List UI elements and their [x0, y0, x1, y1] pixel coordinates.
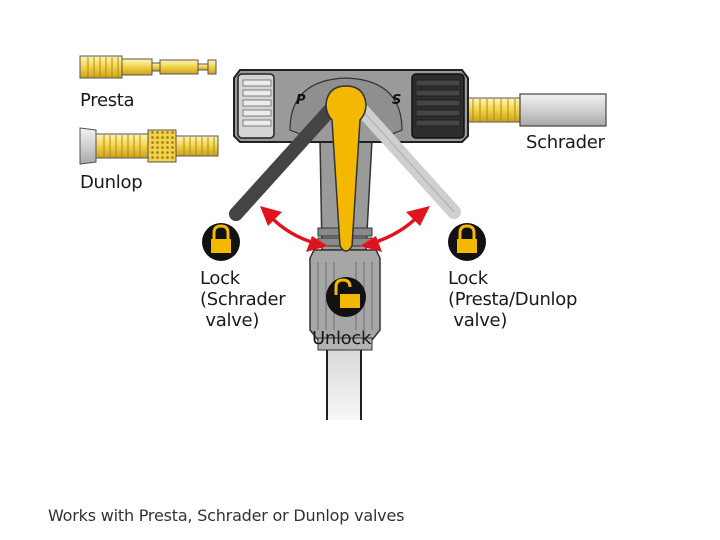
pump-hose [326, 350, 362, 420]
label-lock-presta-dunlop-line3: valve) [448, 310, 508, 331]
presta-valve-icon [79, 55, 217, 79]
label-lock-presta-dunlop: Lock (Presta/Dunlop valve) [448, 268, 577, 331]
label-unlock: Unlock [312, 328, 372, 349]
unlock-icon [326, 277, 366, 317]
label-lock-schrader-line2: (Schrader [200, 289, 286, 310]
label-dunlop: Dunlop [80, 172, 143, 193]
label-lock-schrader-line1: Lock [200, 268, 240, 289]
label-lock-schrader-line3: valve) [200, 310, 260, 331]
head-marking-schrader: S [392, 93, 401, 108]
lever-schrader-position [229, 103, 337, 221]
label-schrader: Schrader [526, 132, 605, 153]
label-lock-presta-dunlop-line1: Lock [448, 268, 488, 289]
label-lock-schrader: Lock (Schrader valve) [200, 268, 286, 331]
label-lock-presta-dunlop-line2: (Presta/Dunlop [448, 289, 578, 310]
lever-unlock-position [325, 85, 367, 252]
schrader-valve-icon [465, 93, 607, 127]
lock-icon-schrader [202, 223, 240, 261]
caption: Works with Presta, Schrader or Dunlop va… [48, 506, 405, 525]
lock-icon-presta-dunlop [448, 223, 486, 261]
head-marking-presta: P [296, 93, 306, 108]
label-presta: Presta [80, 90, 135, 111]
dunlop-valve-icon [79, 127, 219, 165]
